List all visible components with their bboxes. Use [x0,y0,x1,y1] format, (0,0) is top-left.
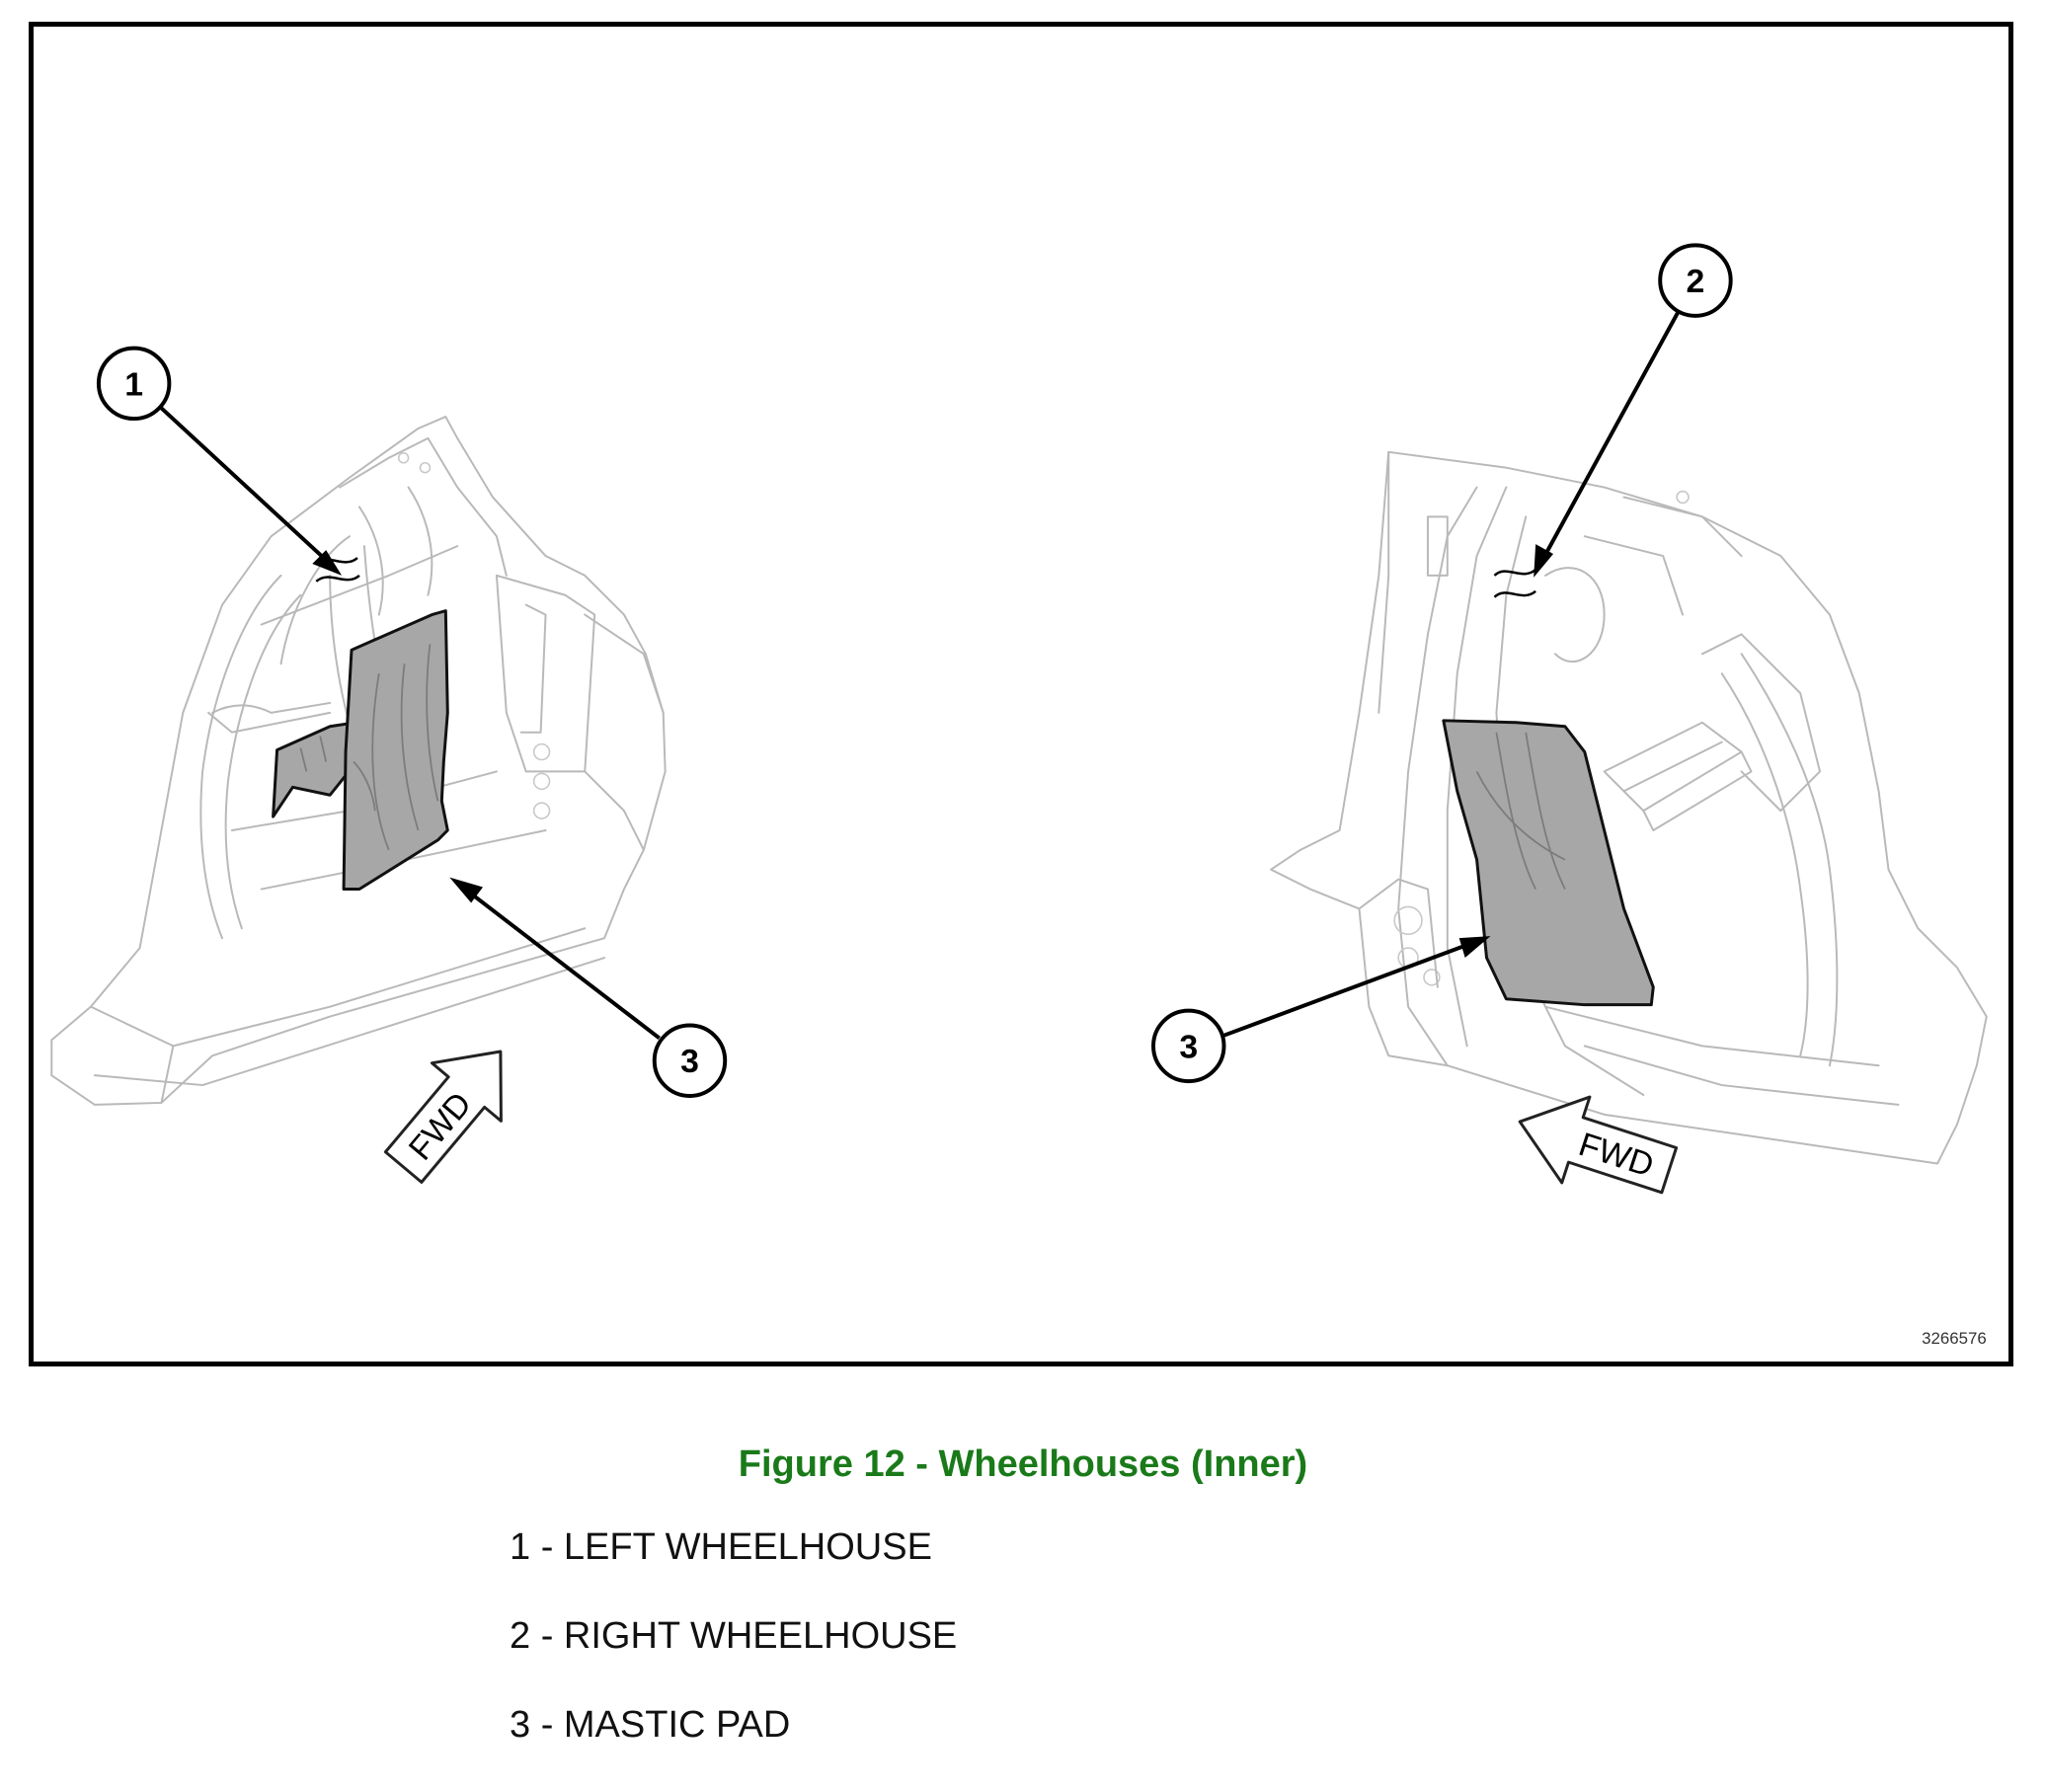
legend-item-left-wheelhouse: 1 - LEFT WHEELHOUSE [510,1526,932,1568]
left-wheelhouse-drawing [50,416,667,1106]
callout-3-left-mastic-pad: 3 [449,877,728,1098]
wheelhouse-illustration: 1 3 FWD [50,243,1988,1348]
legend-item-mastic-pad: 3 - MASTIC PAD [510,1704,791,1746]
callout-3-right-mastic-pad: 3 [1151,936,1491,1084]
callout-2-label: 2 [1687,263,1705,300]
arrowhead [1534,544,1554,578]
figure-caption: Figure 12 - Wheelhouses (Inner) [738,1443,1308,1485]
arrowhead [449,877,484,903]
callout-3-left-label: 3 [680,1043,699,1080]
legend-item-right-wheelhouse: 2 - RIGHT WHEELHOUSE [510,1615,958,1657]
right-wheelhouse-drawing [1270,450,1988,1165]
fwd-arrow-right: FWD [1518,1095,1679,1195]
callout-1-label: 1 [124,365,143,403]
callout-2-right-wheelhouse: 2 [1534,243,1733,578]
callout-3-right-label: 3 [1179,1028,1198,1065]
fwd-arrow-left: FWD [383,1050,503,1184]
arrowhead [312,550,343,576]
legend-list: 1 - LEFT WHEELHOUSE 2 - RIGHT WHEELHOUSE… [510,1525,957,1792]
figure-frame: 1 3 FWD [29,22,2013,1366]
arrowhead [1458,936,1491,959]
callout-1-left-wheelhouse: 1 [96,346,343,576]
figure-id-label: 3266576 [1922,1329,1987,1348]
